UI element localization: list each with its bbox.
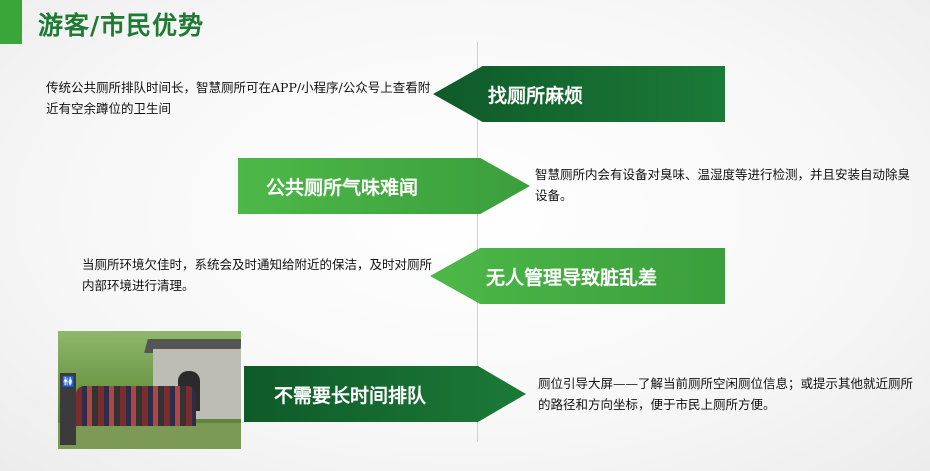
toilet-queue-photo: 🚻: [58, 331, 241, 449]
page-title: 游客/市民优势: [38, 6, 204, 42]
row-3-description: 当厕所环境欠佳时，系统会及时通知给附近的保洁，及时对厕所内部环境进行清理。: [82, 254, 437, 296]
row-2-arrow: 公共厕所气味难闻: [238, 158, 530, 214]
row-4-description: 厕位引导大屏——了解当前厕所空闲厕位信息；或提示其他就近厕所的路径和方向坐标，便…: [538, 373, 920, 415]
row-3-arrow: 无人管理导致脏乱差: [430, 248, 725, 304]
row-1-description: 传统公共厕所排队时间长，智慧厕所可在APP/小程序/公众号上查看附近有空余蹲位的…: [46, 77, 441, 119]
photo-crowd: [76, 386, 196, 426]
row-4-label: 不需要长时间排队: [274, 381, 426, 408]
row-2-description: 智慧厕所内会有设备对臭味、温湿度等进行检测，并且安装自动除臭设备。: [535, 164, 920, 206]
row-1-arrow: 找厕所麻烦: [433, 66, 725, 122]
toilet-sign-icon: 🚻: [62, 377, 74, 388]
row-1-label: 找厕所麻烦: [488, 81, 583, 108]
photo-ground: [58, 423, 241, 449]
row-2-label: 公共厕所气味难闻: [266, 173, 418, 200]
row-4-arrow: 不需要长时间排队: [244, 366, 526, 422]
row-3-label: 无人管理导致脏乱差: [486, 263, 657, 290]
title-accent-bar: [0, 0, 22, 44]
